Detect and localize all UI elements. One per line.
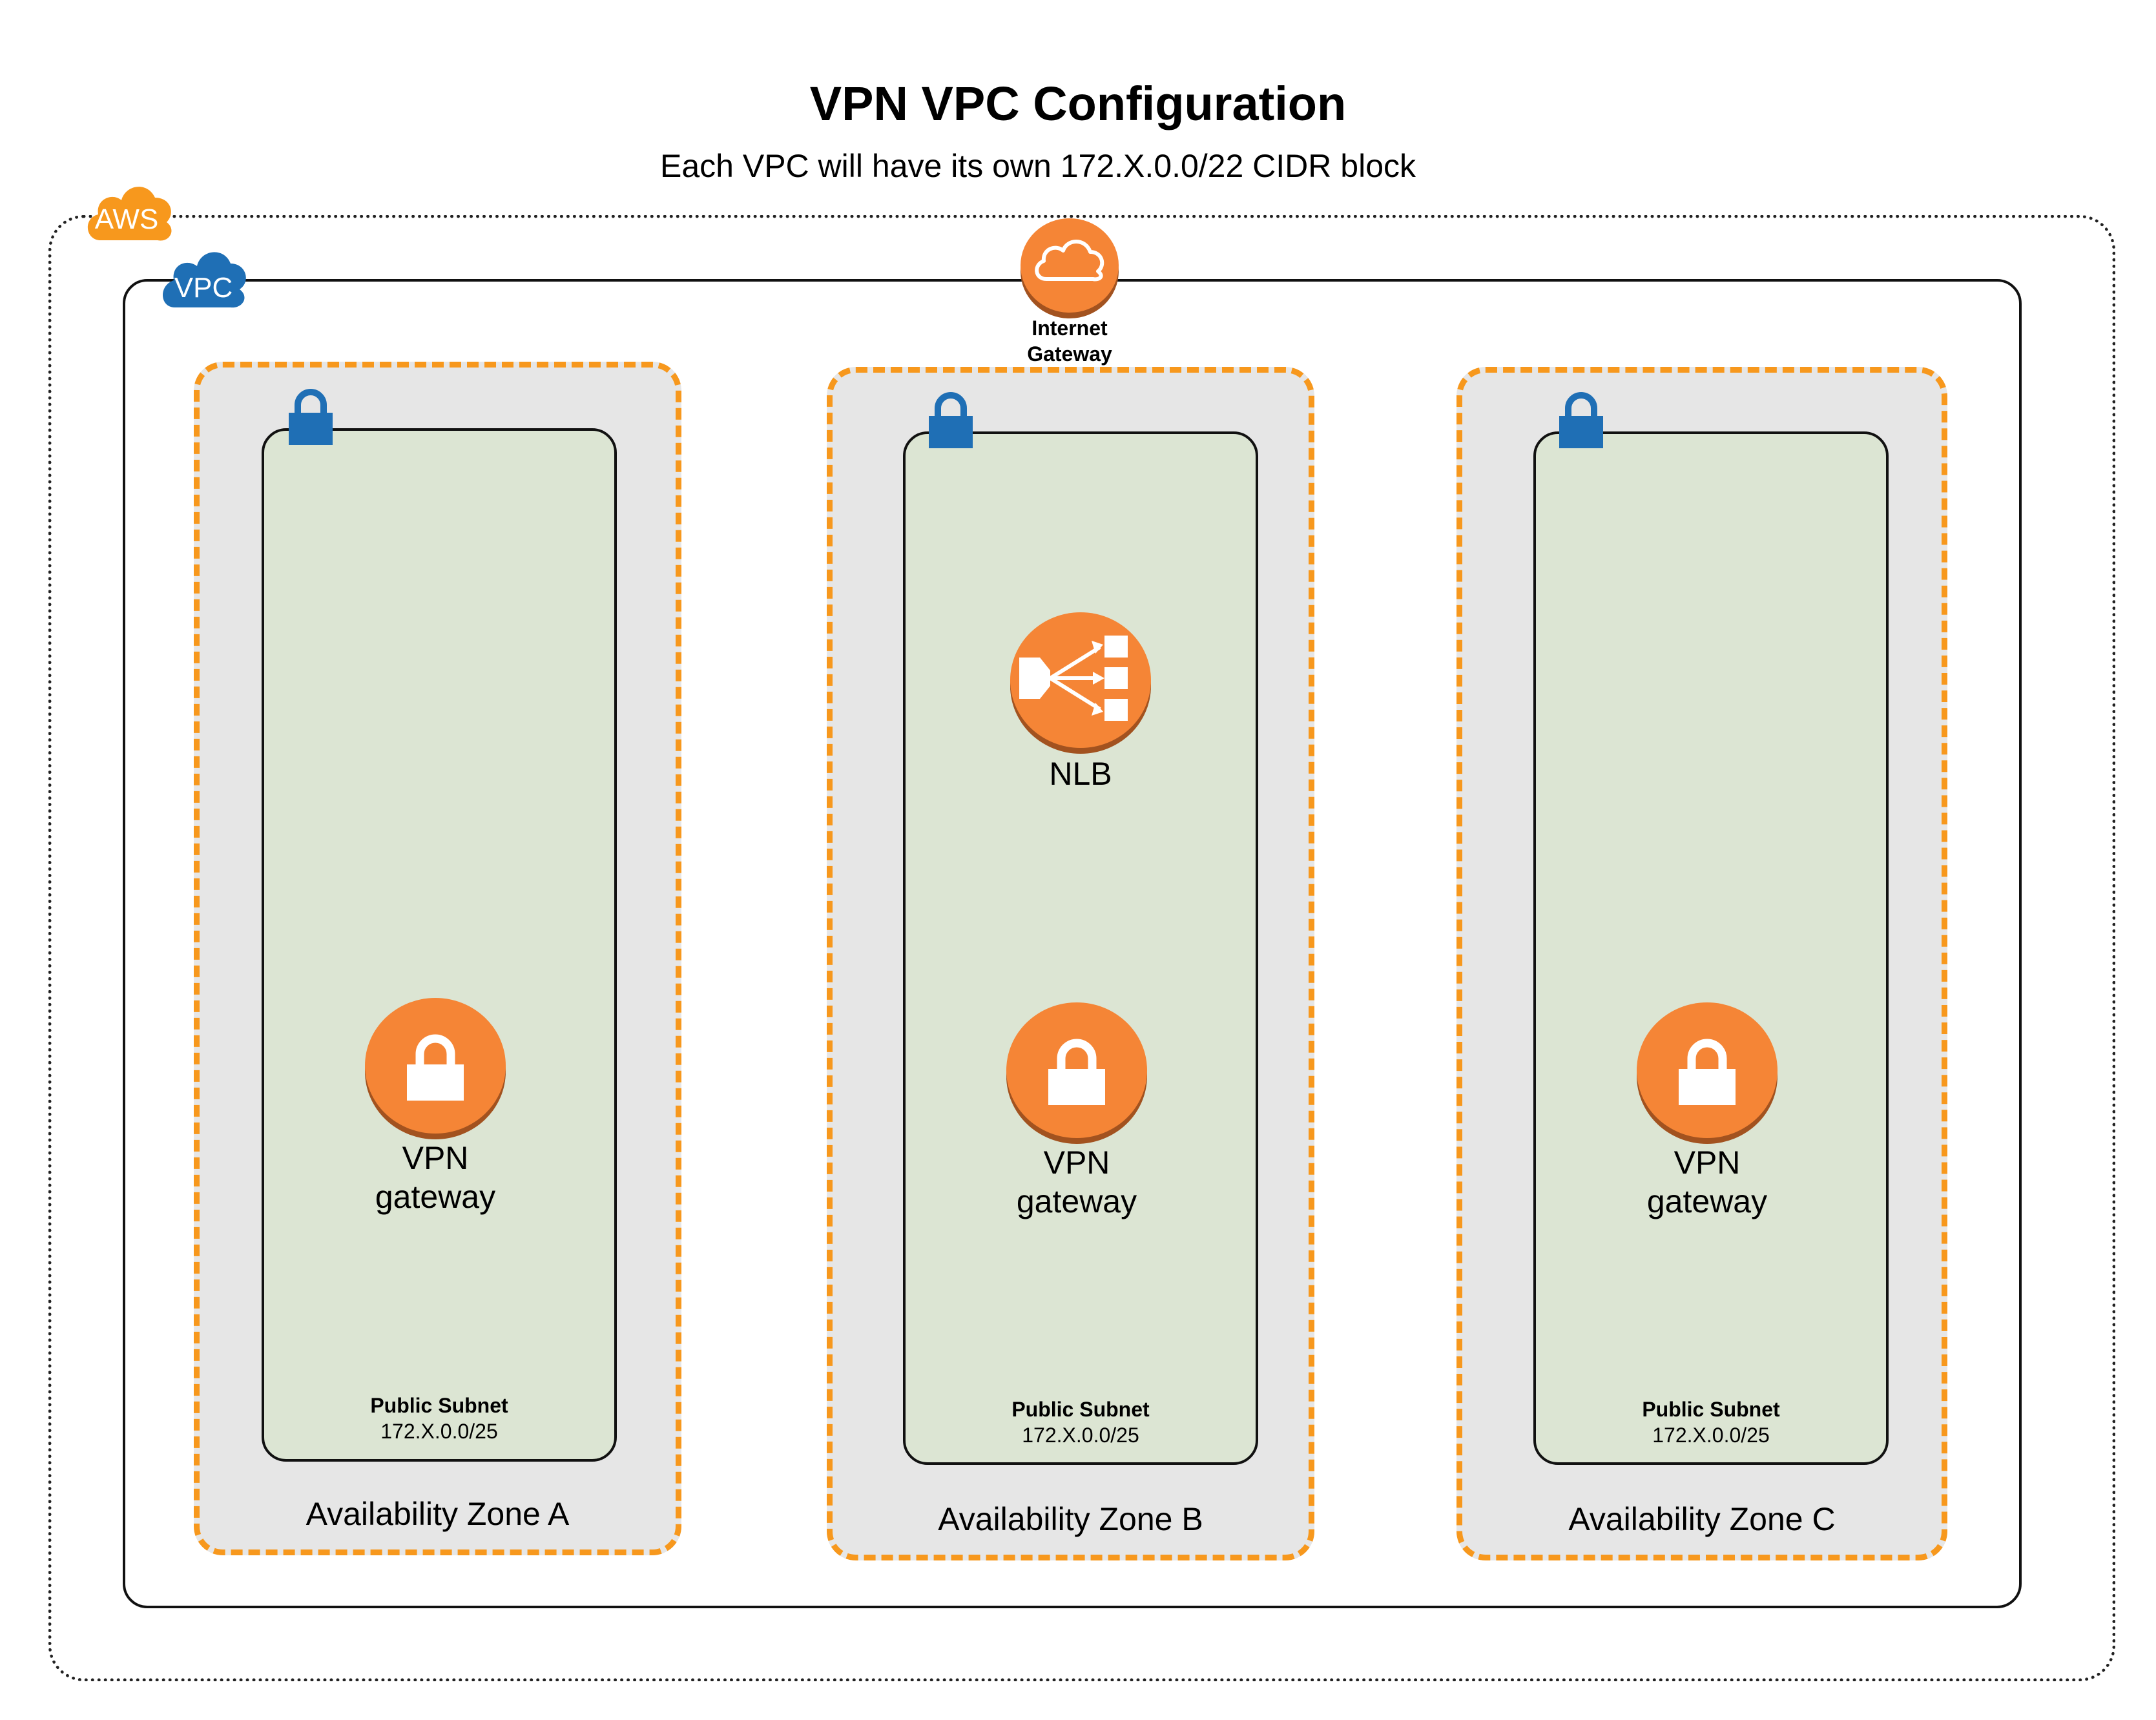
lock-icon xyxy=(1048,1039,1105,1105)
availability-zone-label: Availability Zone C xyxy=(1568,1501,1836,1537)
subnet-lock-icon xyxy=(929,392,973,448)
diagram-subtitle: Each VPC will have its own 172.X.0.0/22 … xyxy=(660,148,1416,184)
subnet-name: Public Subnet xyxy=(1642,1398,1780,1421)
internet-gateway-label-line2: Gateway xyxy=(1027,342,1112,366)
lock-icon xyxy=(407,1034,464,1101)
vpn-gateway-label-line2: gateway xyxy=(1016,1183,1137,1219)
subnet-cidr: 172.X.0.0/25 xyxy=(1022,1424,1139,1447)
subnet-lock-icon xyxy=(1559,392,1603,448)
availability-zone-label: Availability Zone B xyxy=(938,1501,1203,1537)
load-balancer-icon xyxy=(1019,636,1128,721)
internet-gateway-label: Internet Gateway xyxy=(973,315,1166,367)
vpc-cloud-icon: VPC xyxy=(162,252,246,308)
vpn-gateway-label-line1: VPN xyxy=(1674,1145,1741,1181)
availability-zone-b-frame xyxy=(827,367,1314,1560)
public-subnet-a xyxy=(262,428,617,1462)
vpn-gateway-label-line2: gateway xyxy=(375,1179,496,1215)
internet-gateway-label-line1: Internet xyxy=(1031,316,1108,340)
public-subnet-c xyxy=(1533,431,1889,1465)
availability-zone-label: Availability Zone A xyxy=(306,1496,570,1532)
aws-badge-text: AWS xyxy=(95,203,159,235)
cloud-outline-icon xyxy=(1035,240,1104,282)
availability-zone-a-frame xyxy=(194,362,681,1555)
subnet-name: Public Subnet xyxy=(1011,1398,1150,1421)
vpc-badge-text: VPC xyxy=(174,272,233,304)
subnet-lock-icon xyxy=(289,389,333,445)
vpn-gateway-label-line1: VPN xyxy=(1043,1145,1110,1181)
vpn-gateway-label: VPN gateway xyxy=(306,1139,565,1216)
aws-cloud-icon: AWS xyxy=(87,187,172,241)
public-subnet-b xyxy=(903,431,1258,1465)
vpn-gateway-label: VPN gateway xyxy=(1578,1143,1836,1221)
vpn-gateway-label-line2: gateway xyxy=(1646,1183,1768,1219)
subnet-cidr: 172.X.0.0/25 xyxy=(1652,1424,1770,1447)
lock-icon xyxy=(1679,1039,1736,1105)
subnet-cidr: 172.X.0.0/25 xyxy=(380,1420,498,1443)
vpn-gateway-label: VPN gateway xyxy=(948,1143,1206,1221)
subnet-name: Public Subnet xyxy=(370,1394,508,1417)
vpn-gateway-label-line1: VPN xyxy=(402,1140,469,1176)
diagram-title: VPN VPC Configuration xyxy=(809,77,1347,130)
nlb-label: NLB xyxy=(1049,756,1112,792)
aws-cloud-boundary xyxy=(48,215,2115,1681)
availability-zone-c-frame xyxy=(1456,367,1947,1560)
